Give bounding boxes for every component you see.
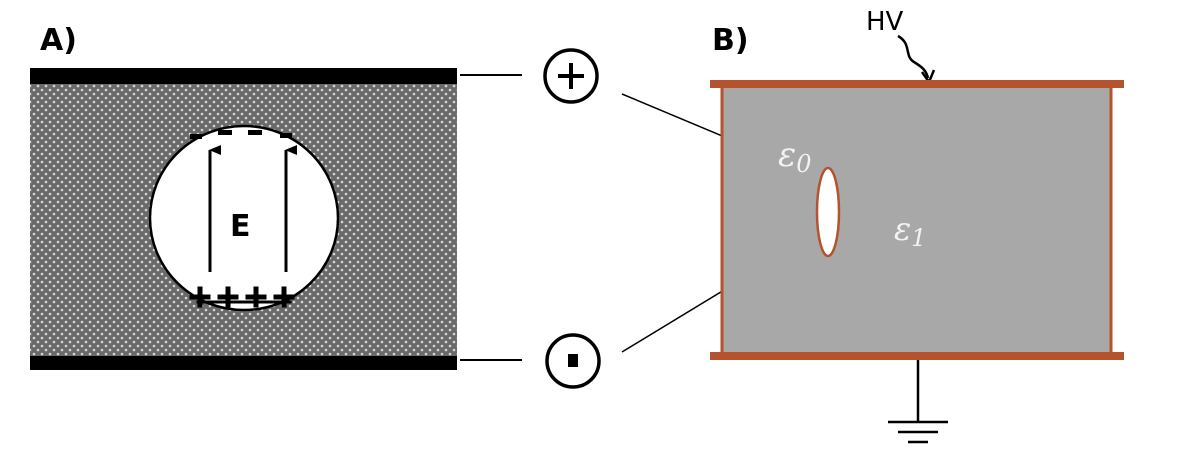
hv-label: HV: [866, 7, 904, 37]
bottom-plate: [30, 356, 457, 370]
field-label-e: E: [230, 209, 251, 244]
hv-arrow: [897, 34, 930, 79]
positive-charges: [189, 286, 295, 308]
ground-electrode: [710, 352, 1124, 360]
top-plate: [30, 68, 457, 84]
panel-a-label: A): [40, 23, 77, 58]
negative-terminal: [545, 333, 601, 389]
hv-electrode: [710, 80, 1124, 88]
panel-a: A) E: [30, 23, 522, 370]
eps0-label: ε0: [778, 135, 812, 178]
eps1-label: ε1: [894, 210, 926, 252]
void-cavity-a: [148, 124, 340, 312]
negative-charges: [190, 130, 292, 139]
panel-b-label: B): [712, 23, 749, 58]
dielectric-block-b: [722, 86, 1111, 354]
positive-terminal: [543, 48, 599, 104]
ground-icon: [888, 360, 948, 444]
void-cavity-b: [815, 166, 841, 258]
panel-b: B) HV ε0 ε1: [710, 7, 1124, 444]
